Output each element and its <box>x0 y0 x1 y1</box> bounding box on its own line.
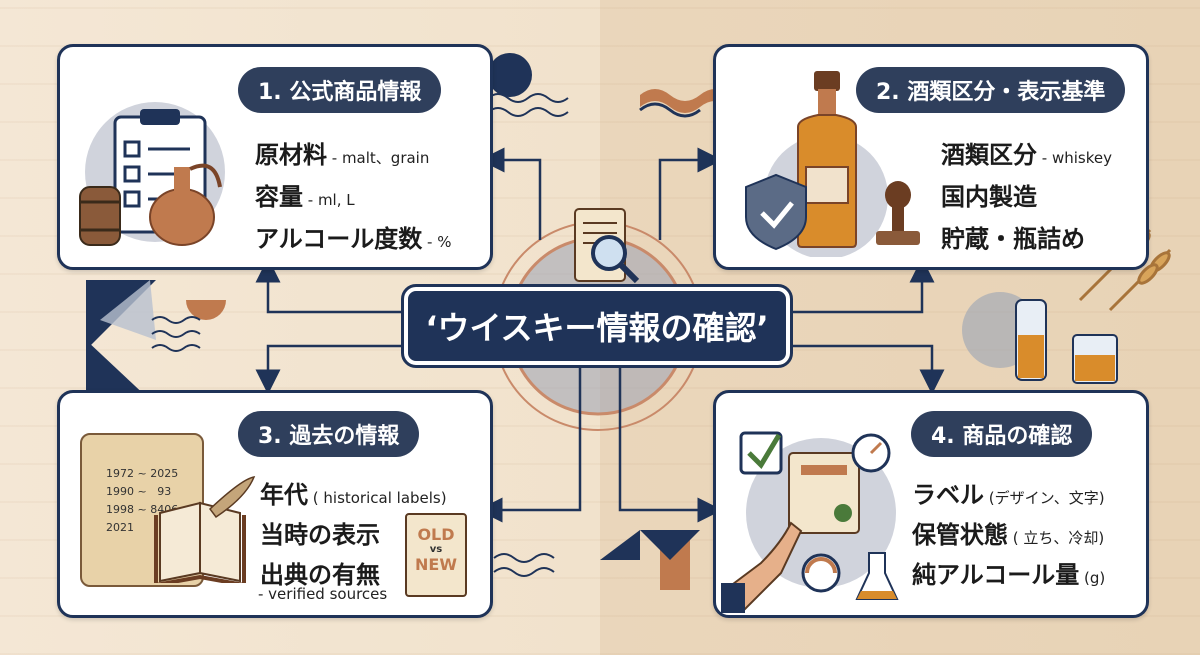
line-past-display: 当時の表示 <box>260 521 380 549</box>
clipboard-icon <box>79 102 225 246</box>
still-icon <box>149 163 222 246</box>
verified-sources-note: - verified sources <box>258 585 388 603</box>
magnifier-icon <box>574 208 640 284</box>
barrel-icon <box>79 186 121 246</box>
line-liquor-type: 酒類区分 - whiskey <box>941 141 1112 169</box>
line-source: 出典の有無 <box>260 561 380 589</box>
card-official-info: 1. 公式商品情報 原材料 - malt、grain 容量 - ml, L アル… <box>57 44 493 270</box>
book-icon <box>154 476 256 583</box>
stamp-icon <box>876 181 920 245</box>
card-header: 3. 過去の情報 <box>238 411 420 457</box>
line-storage-condition: 保管状態 ( 立ち、冷却) <box>912 521 1105 549</box>
line-domestic: 国内製造 <box>941 183 1037 211</box>
line-storage-bottling: 貯蔵・瓶詰め <box>941 225 1085 253</box>
line-volume: 容量 - ml, L <box>255 183 355 211</box>
checkbox-icon <box>739 431 783 475</box>
old-vs-new-badge: OLD vs NEW <box>405 513 467 597</box>
center-title: ‘ウイスキー情報の確認’ <box>401 284 793 368</box>
card-header: 1. 公式商品情報 <box>238 67 442 113</box>
quill-icon <box>208 476 256 519</box>
whisky-bottle-icon <box>745 71 920 257</box>
scroll-icon <box>565 205 640 285</box>
line-era: 年代 ( historical labels) <box>260 481 447 509</box>
card-past-info: 3. 過去の情報 1972 ~ 2025 1990 ~ 93 1998 ~ 84… <box>57 390 493 618</box>
card-header: 2. 酒類区分・表示基準 <box>856 67 1126 113</box>
card-product-check: 4. 商品の確認 ラベル (デザイン、文字) 保管状態 ( 立ち、冷却) <box>713 390 1149 618</box>
document-icon <box>721 431 899 613</box>
gauge-icon <box>801 433 891 593</box>
line-pure-alcohol: 純アルコール量 (g) <box>912 561 1106 589</box>
card-classification: 2. 酒類区分・表示基準 酒類区分 - whiskey 国内製造 貯蔵・瓶詰め <box>713 44 1149 270</box>
line-abv: アルコール度数 - % <box>255 225 452 253</box>
glass-icon <box>962 292 1118 384</box>
line-label: ラベル (デザイン、文字) <box>912 481 1105 509</box>
line-ingredients: 原材料 - malt、grain <box>255 141 430 169</box>
card-header: 4. 商品の確認 <box>911 411 1093 457</box>
flask-icon <box>855 552 899 600</box>
hand-icon <box>721 521 803 613</box>
shield-check-icon <box>745 173 807 251</box>
